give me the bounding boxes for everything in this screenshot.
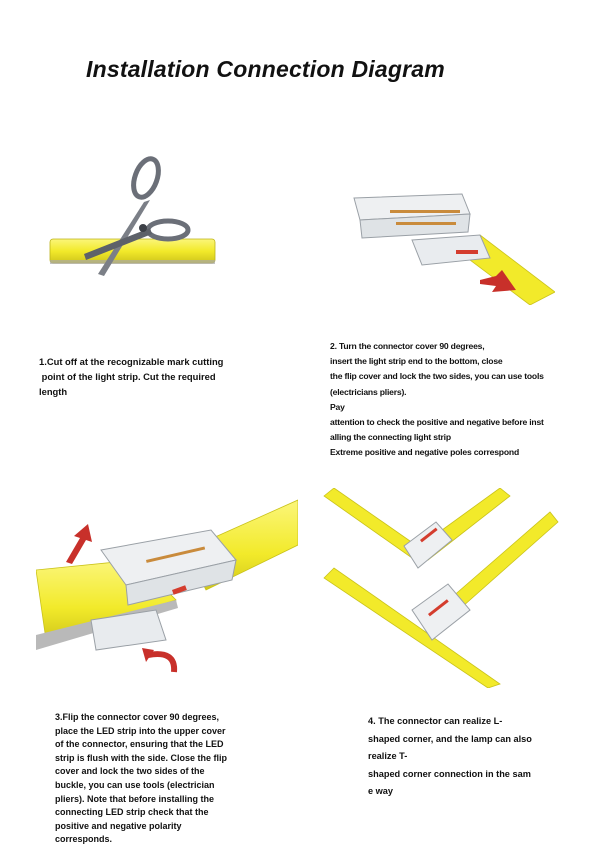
step1-line: point of the light strip. Cut the requir… — [39, 371, 216, 382]
red-arrow-icon — [480, 270, 516, 292]
step1-illustration — [46, 150, 216, 290]
step3-illustration — [36, 490, 298, 680]
connector-icon — [411, 583, 471, 641]
step2-caption: 2. Turn the connector cover 90 degrees, … — [330, 339, 580, 461]
step2-line: attention to check the positive and nega… — [330, 417, 544, 428]
step3-line: buckle, you can use tools (electrician — [55, 779, 215, 790]
step2-line: the flip cover and lock the two sides, y… — [330, 371, 544, 382]
step3-line: 3.Flip the connector cover 90 degrees, — [55, 712, 220, 722]
step3-line: pliers). Note that before installing the — [55, 793, 215, 804]
step3-line: place the LED strip into the upper cover — [55, 725, 226, 736]
step3-line: strip is flush with the side. Close the … — [55, 752, 228, 763]
step1-line: 1.Cut off at the recognizable mark cutti… — [39, 356, 224, 367]
step3-caption: 3.Flip the connector cover 90 degrees, p… — [55, 711, 260, 847]
connector-icon — [403, 521, 453, 569]
step1-caption: 1.Cut off at the recognizable mark cutti… — [39, 354, 279, 399]
step2-line: (electricians pliers). — [330, 386, 407, 397]
step4-line: shaped corner connection in the sam — [368, 768, 531, 779]
page-title: Installation Connection Diagram — [86, 56, 445, 82]
step2-line: Extreme positive and negative poles corr… — [330, 447, 519, 458]
step2-illustration — [340, 180, 555, 305]
light-strip — [49, 238, 216, 264]
step4-line: shaped corner, and the lamp can also — [368, 733, 532, 744]
step4-line: 4. The connector can realize L- — [368, 716, 503, 726]
step3-line: positive and negative polarity — [55, 820, 182, 831]
step2-line: insert the light strip end to the bottom… — [330, 356, 503, 367]
red-arrow-icon — [66, 524, 92, 564]
step3-line: connecting LED strip check that the — [55, 807, 209, 818]
step4-caption: 4. The connector can realize L- shaped c… — [368, 713, 568, 801]
step3-line: cover and lock the two sides of the — [55, 766, 205, 777]
step2-line: alling the connecting light strip — [330, 432, 451, 443]
step3-line: of the connector, ensuring that the LED — [55, 739, 224, 750]
connector-icon — [90, 529, 237, 651]
scissors-icon — [84, 156, 191, 276]
step2-line: Pay — [330, 401, 345, 412]
step4-line: realize T- — [368, 751, 408, 761]
red-rotate-arrow-icon — [142, 648, 178, 673]
step3-line: corresponds. — [55, 834, 113, 845]
step1-line: length — [39, 386, 68, 397]
step2-line: 2. Turn the connector cover 90 degrees, — [330, 341, 485, 351]
step4-line: e way — [368, 786, 394, 796]
connector-icon — [353, 193, 491, 266]
step4-illustration — [320, 488, 560, 688]
